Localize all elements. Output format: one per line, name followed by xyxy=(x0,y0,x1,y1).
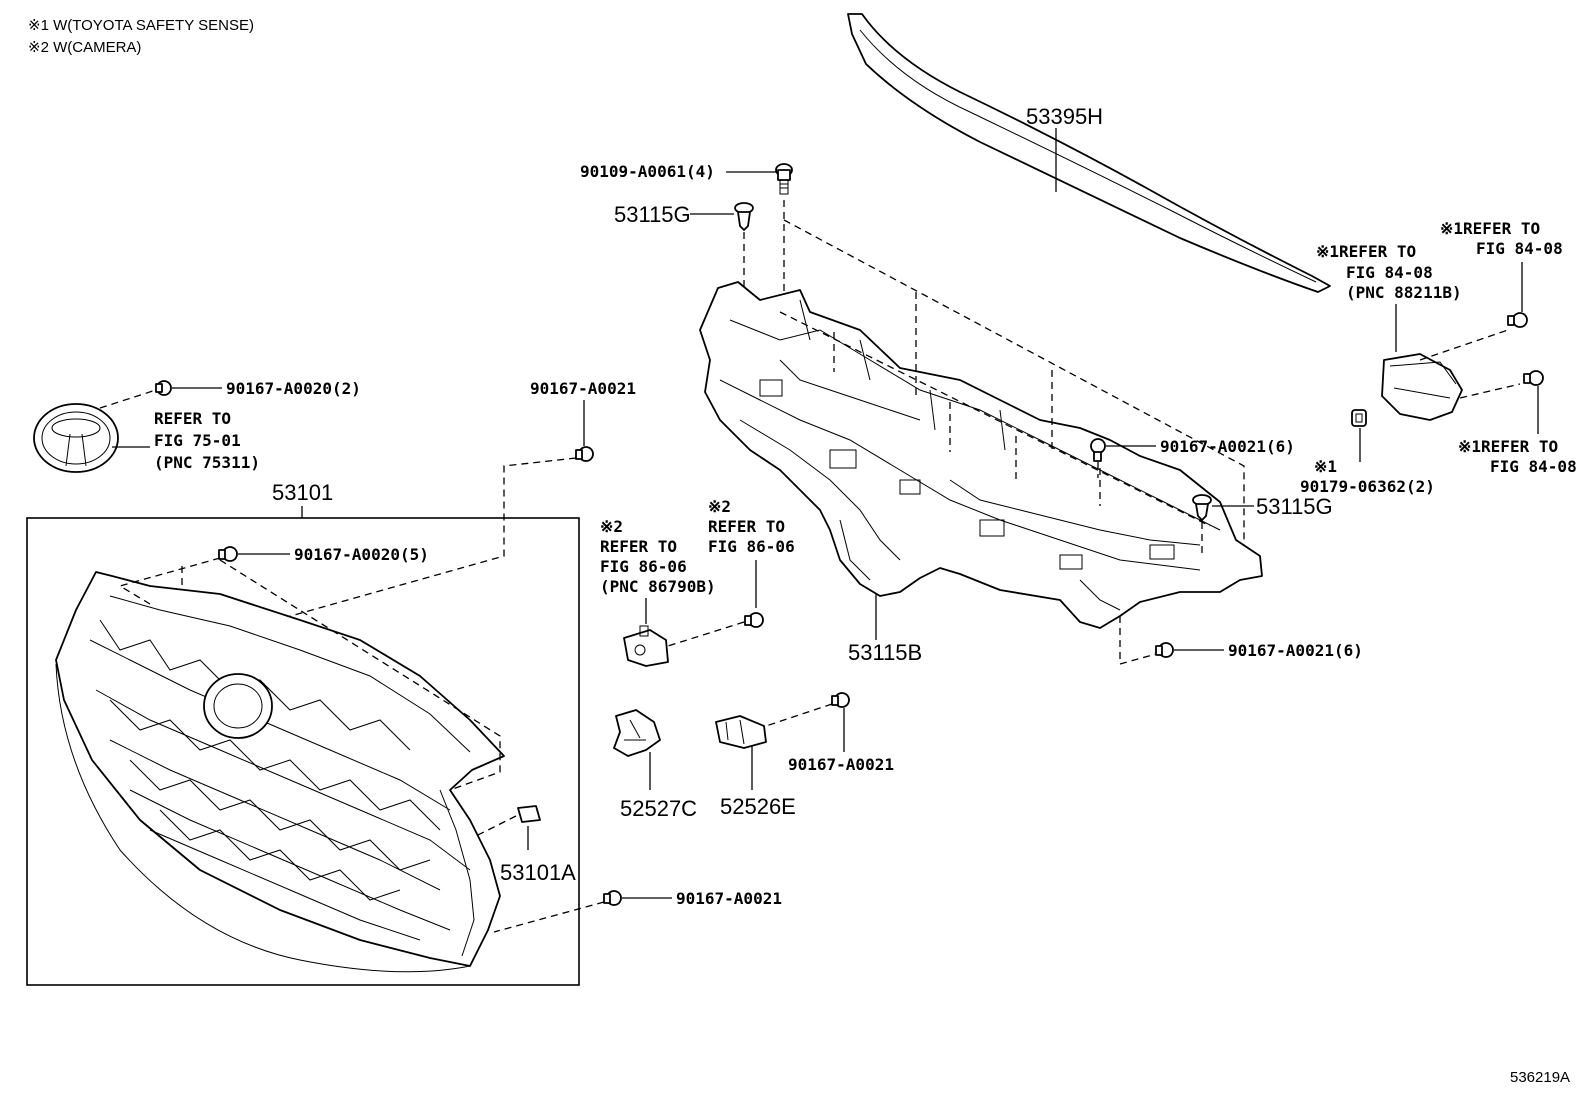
grille-assembly-box xyxy=(26,517,580,986)
dash-grille-clips xyxy=(118,557,501,791)
label-53101: 53101 xyxy=(272,480,333,505)
clip-a21-6-lower xyxy=(1155,642,1174,658)
ref-radar-top-2: FIG 84-08 xyxy=(1476,239,1563,258)
dash-radar xyxy=(1419,329,1521,399)
camera-part xyxy=(623,625,669,667)
clip-53115G-right xyxy=(1192,494,1212,521)
label-radar-nut-mark: ※1 xyxy=(1314,457,1337,476)
label-53115G-top: 53115G xyxy=(614,202,691,227)
ref-radar-main-2: FIG 84-08 xyxy=(1346,263,1433,282)
radiator-grille-53101 xyxy=(55,571,505,973)
note-safety-sense: ※1 W(TOYOTA SAFETY SENSE) xyxy=(28,17,254,34)
radar-nut xyxy=(1351,409,1367,427)
clip-grille-a20 xyxy=(218,546,238,562)
ref-camera-b-mark: ※2 xyxy=(708,497,731,516)
dash-verticals xyxy=(833,292,1101,506)
ref-radar-right-2: FIG 84-08 xyxy=(1490,457,1577,476)
ref-camera-b-2: FIG 86-06 xyxy=(708,537,795,556)
dash-emblem-clip xyxy=(99,389,157,409)
dash-53101A xyxy=(475,815,517,837)
label-53101A: 53101A xyxy=(500,860,576,885)
ref-emblem-1: REFER TO xyxy=(154,409,231,428)
ref-camera-a-1: REFER TO xyxy=(600,537,677,556)
bracket-52526E xyxy=(715,715,767,749)
note-camera: ※2 W(CAMERA) xyxy=(28,39,141,56)
clip-a21-6-upper xyxy=(1090,438,1106,462)
label-53395H: 53395H xyxy=(1026,104,1103,129)
label-52527C: 52527C xyxy=(620,796,697,821)
dash-camera-b xyxy=(667,621,745,647)
dash-a21-6-lower xyxy=(1119,616,1157,665)
label-90109: 90109-A0061(4) xyxy=(580,162,715,181)
label-a21-6-upper: 90167-A0021(6) xyxy=(1160,437,1295,456)
label-53115G-right: 53115G xyxy=(1256,494,1333,519)
label-clip-a21-bottom: 90167-A0021 xyxy=(676,889,782,908)
ref-radar-right-1: ※1REFER TO xyxy=(1458,437,1558,456)
label-radar-nut: 90179-06362(2) xyxy=(1300,477,1435,496)
dash-bolt-row2 xyxy=(779,311,1211,527)
clip-a21-top xyxy=(575,446,594,462)
ref-radar-main-3: (PNC 88211B) xyxy=(1346,283,1462,302)
label-53115B: 53115B xyxy=(848,640,922,665)
clip-a21-mid xyxy=(831,692,850,708)
bolt-90109 xyxy=(775,163,793,195)
diagram-id: 536219A xyxy=(1510,1069,1570,1086)
ref-emblem-3: (PNC 75311) xyxy=(154,453,260,472)
label-a21-6-lower: 90167-A0021(6) xyxy=(1228,641,1363,660)
label-clip-a21-mid: 90167-A0021 xyxy=(788,755,894,774)
ref-radar-main-1: ※1REFER TO xyxy=(1316,242,1416,261)
ref-camera-a-mark: ※2 xyxy=(600,517,623,536)
bracket-52527C xyxy=(613,709,661,757)
clip-a21-bottom xyxy=(603,890,622,906)
ref-camera-a-2: FIG 86-06 xyxy=(600,557,687,576)
upper-molding-strip xyxy=(847,13,1331,293)
clip-53101A xyxy=(517,805,541,823)
radar-sensor xyxy=(1381,353,1463,421)
ref-camera-a-3: (PNC 86790B) xyxy=(600,577,716,596)
dash-clip-a21-mid xyxy=(765,703,833,727)
dash-bolt-row xyxy=(783,219,1245,546)
radar-bolt-right xyxy=(1523,370,1544,386)
toyota-emblem xyxy=(33,403,119,473)
label-52526E: 52526E xyxy=(720,794,796,819)
label-clip-a21-top: 90167-A0021 xyxy=(530,379,636,398)
dash-clip-a21-top xyxy=(183,457,577,647)
clip-emblem xyxy=(155,380,172,396)
grille-retainer-53115B xyxy=(699,281,1263,629)
ref-radar-top-1: ※1REFER TO xyxy=(1440,219,1540,238)
ref-camera-b-1: REFER TO xyxy=(708,517,785,536)
label-emblem-clip: 90167-A0020(2) xyxy=(226,379,361,398)
ref-emblem-2: FIG 75-01 xyxy=(154,431,241,450)
dash-clip-a21-bottom xyxy=(493,901,605,933)
clip-53115G-top xyxy=(734,202,754,231)
radar-bolt-top xyxy=(1507,312,1528,328)
label-grille-clip: 90167-A0020(5) xyxy=(294,545,429,564)
clip-camera-b xyxy=(744,612,764,628)
